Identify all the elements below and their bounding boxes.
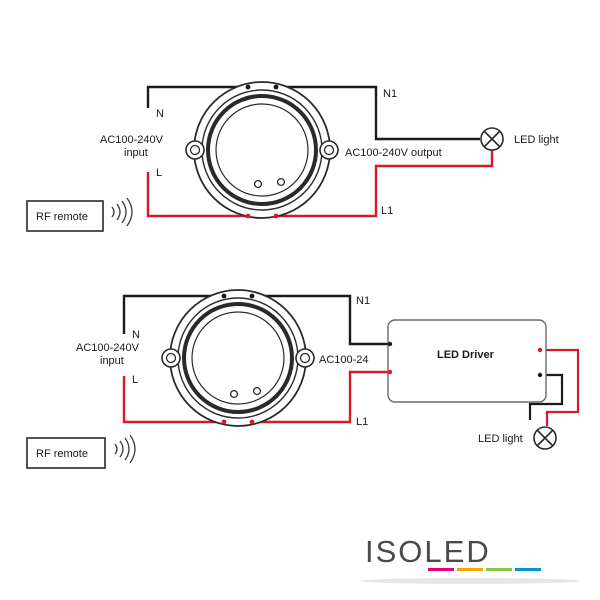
input-label-2b: input [100,355,124,367]
input-label-2a: AC100-240V [76,342,140,354]
diagram-1: N L AC100-240V input AC100-240V output N… [26,81,559,232]
rf-remote-2: RF remote [26,434,136,469]
rf-remote-1: RF remote [26,197,133,232]
output-label-1: AC100-240V output [345,147,442,159]
l1-label-2: L1 [356,416,368,428]
n1-label-2: N1 [356,295,370,307]
led-label-2: LED light [478,433,523,445]
switch-module-1 [185,81,339,219]
live-wire-1 [146,150,494,218]
driver-live-out [540,348,580,426]
logo-text: ISOLED [365,534,491,569]
neutral-wire-2 [122,294,390,346]
n-label-1: N [156,108,164,120]
l-label-2: L [132,374,138,386]
diagram-2: LED Driver N L AC100-240V input AC100-24… [26,289,580,469]
led-light-2 [533,426,557,450]
led-driver-label: LED Driver [437,349,495,361]
l-label-1: L [156,167,162,179]
driver-neutral-out [528,373,564,420]
live-wire-2 [122,370,390,424]
led-light-1 [480,127,504,151]
n1-label-1: N1 [383,88,397,100]
logo-stripe-magenta [428,568,454,571]
neutral-wire-1 [146,85,480,141]
led-driver: LED Driver [387,319,547,403]
rf-remote-label-2: RF remote [36,448,88,460]
switch-module-2 [161,289,315,427]
n-label-2: N [132,329,140,341]
output-label-2: AC100-24 [319,354,369,366]
logo-stripe-orange [457,568,483,571]
l1-label-1: L1 [381,205,393,217]
led-label-1: LED light [514,134,559,146]
logo-stripe-blue [515,568,541,571]
input-label-1b: input [124,147,148,159]
rf-remote-label-1: RF remote [36,211,88,223]
logo-stripe-green [486,568,512,571]
isoled-logo: ISOLED [360,534,580,584]
signal-waves-icon [114,434,136,464]
signal-waves-icon [111,197,133,227]
input-label-1a: AC100-240V [100,134,164,146]
logo-reflection [360,578,580,584]
